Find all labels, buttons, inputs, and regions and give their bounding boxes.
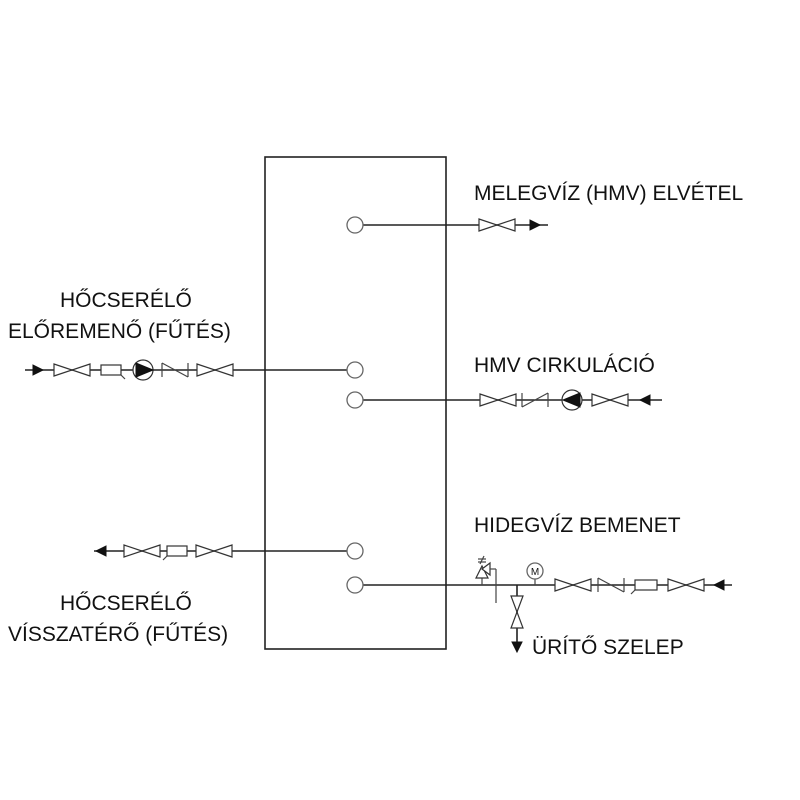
circulation-pump-icon <box>132 359 155 381</box>
manometer-symbol: M <box>531 567 539 578</box>
shutoff-valve-icon <box>53 363 91 377</box>
label-heat-exchanger-return-1: HŐCSERÉLŐ <box>60 592 192 615</box>
flow-arrow-icon <box>511 641 523 654</box>
tank-connection-heat-exchanger-return <box>346 542 364 560</box>
shutoff-valve-icon <box>479 393 517 407</box>
label-heat-exchanger-flow-2: ELŐREMENŐ (FŰTÉS) <box>8 320 231 343</box>
storage-tank <box>264 156 447 650</box>
flow-arrow-icon <box>712 579 725 591</box>
shutoff-valve-icon <box>554 578 592 592</box>
heat-exchanger-flow-line <box>25 359 364 381</box>
strainer-filter-icon <box>162 545 188 561</box>
shutoff-valve-icon <box>195 544 233 558</box>
label-heat-exchanger-return-2: VÍSSZATÉRŐ (FŰTÉS) <box>8 623 228 646</box>
flow-arrow-icon <box>638 394 651 406</box>
shutoff-valve-icon <box>196 363 234 377</box>
shutoff-valve-icon <box>591 393 629 407</box>
flow-arrow-icon <box>529 219 542 231</box>
cold-water-inlet-line: M <box>346 555 732 654</box>
heat-exchanger-return-line <box>94 542 364 561</box>
hot-water-outlet-line <box>346 216 548 234</box>
label-heat-exchanger-flow-1: HŐCSERÉLŐ <box>60 289 192 312</box>
dhw-circulation-line <box>346 389 662 411</box>
check-valve-icon <box>597 577 625 593</box>
safety-valve-icon <box>475 555 497 603</box>
shutoff-valve-icon <box>478 218 516 232</box>
shutoff-valve-icon <box>667 578 705 592</box>
check-valve-icon <box>521 392 549 408</box>
tank-connection-cold-water <box>346 576 364 594</box>
label-dhw-circulation: HMV CIRKULÁCIÓ <box>474 354 655 377</box>
tank-connection-dhw-circulation <box>346 391 364 409</box>
tank-connection-heat-exchanger-flow <box>346 361 364 379</box>
flow-arrow-icon <box>32 364 45 376</box>
drain-valve-icon <box>510 595 524 629</box>
label-drain-valve: ÜRÍTŐ SZELEP <box>532 636 684 659</box>
circulation-pump-icon <box>561 389 583 411</box>
check-valve-icon <box>161 362 189 378</box>
label-cold-water-inlet: HIDEGVÍZ BEMENET <box>474 514 681 537</box>
shutoff-valve-icon <box>123 544 161 558</box>
label-hot-water-outlet: MELEGVÍZ (HMV) ELVÉTEL <box>474 182 743 205</box>
strainer-filter-icon <box>630 579 658 595</box>
strainer-filter-icon <box>100 364 126 380</box>
manometer-icon: M <box>526 562 544 585</box>
tank-connection-hot-water <box>346 216 364 234</box>
drain-branch <box>510 585 524 654</box>
flow-arrow-icon <box>94 545 107 557</box>
